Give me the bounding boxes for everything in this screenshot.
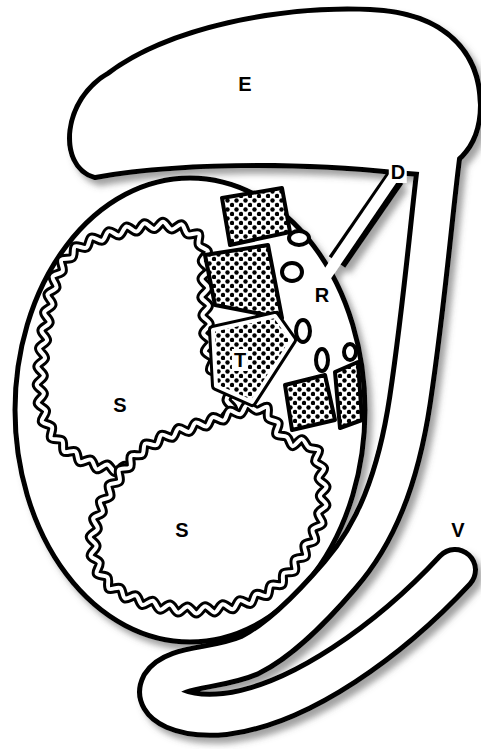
tubule-end [282,263,302,281]
part-label: D [389,161,407,183]
tubule-end [344,344,356,360]
duct-d [322,172,397,282]
tubule-ends [282,231,356,371]
reservoir-outline [72,12,478,175]
part-label: S [173,519,190,541]
part-label: S [111,394,128,416]
stippled-block [335,362,362,428]
compartment-wall [90,405,327,614]
stippled-block-t [213,316,292,402]
tubule-end [296,320,310,342]
stippled-block [205,245,282,318]
part-label: E [236,73,253,95]
helper-path [93,407,323,610]
outer-organ [15,12,478,715]
stippled-block [285,375,335,430]
stippled-block-t [213,316,292,402]
part-label: R [313,284,331,306]
part-label: T [232,349,248,371]
compartment-wall [90,405,327,614]
part-label: V [449,519,466,541]
stippled-block [222,188,290,245]
tubule-end [289,231,309,245]
tubule-end [316,349,328,371]
reservoir [72,12,478,175]
stippled-blocks [205,188,362,430]
